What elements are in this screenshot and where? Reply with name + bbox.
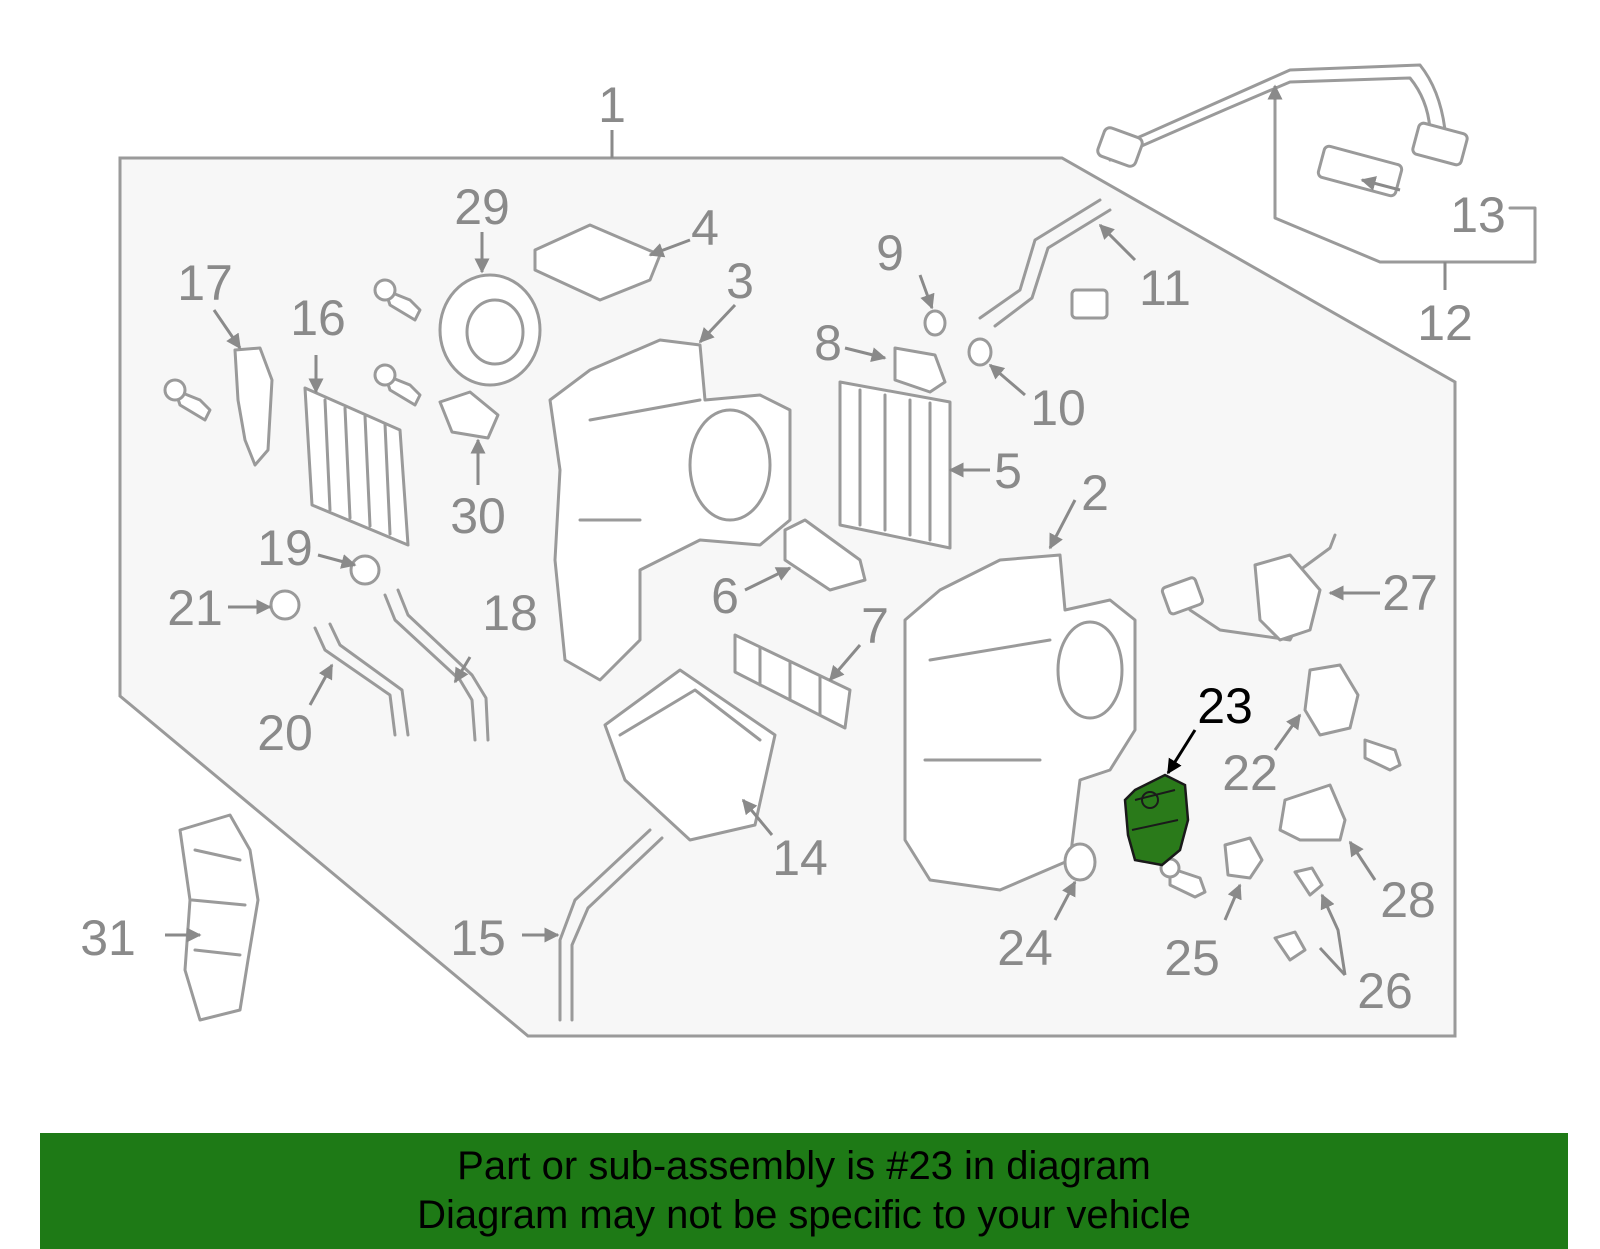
label-21: 21 [167, 580, 223, 636]
group-bracket-12 [1273, 88, 1537, 264]
label-26: 26 [1357, 963, 1413, 1019]
label-14: 14 [772, 830, 828, 886]
banner-line-2: Diagram may not be specific to your vehi… [417, 1193, 1191, 1237]
label-22: 22 [1222, 745, 1278, 801]
part-8-valve [893, 346, 947, 394]
label-30: 30 [450, 488, 506, 544]
part-30-resistor [438, 390, 500, 440]
part-27-actuator-harness [1160, 533, 1337, 642]
label-11: 11 [1139, 260, 1191, 316]
part-9-oring [923, 309, 947, 337]
part-15-drain-hose [558, 828, 664, 1022]
label-23: 23 [1197, 678, 1253, 734]
label-27: 27 [1382, 565, 1438, 621]
part-5-evaporator [838, 380, 952, 550]
part-25-sensor [1223, 836, 1264, 880]
label-16: 16 [290, 290, 346, 346]
label-15: 15 [450, 910, 506, 966]
part-6-bracket [783, 518, 867, 592]
label-13: 13 [1450, 187, 1506, 243]
label-7: 7 [861, 598, 889, 654]
part-28-bracket [1278, 783, 1347, 842]
label-6: 6 [711, 568, 739, 624]
label-20: 20 [257, 705, 313, 761]
part-11-pipe [978, 198, 1112, 328]
label-28: 28 [1380, 872, 1436, 928]
part-29-blower-motor [438, 273, 542, 387]
part-13-wire-harness [1096, 63, 1469, 198]
label-2: 2 [1081, 465, 1109, 521]
label-1: 1 [598, 77, 626, 133]
part-4-filter-cover [533, 223, 662, 302]
part-7-filter [733, 633, 852, 730]
part-3-case-upper [548, 338, 792, 682]
part-21-clamp [269, 589, 301, 621]
label-31: 31 [80, 910, 136, 966]
info-banner: Part or sub-assembly is #23 in diagram D… [40, 1133, 1568, 1249]
part-19-clamp [349, 554, 381, 586]
part-20-hose [313, 622, 410, 737]
label-8: 8 [814, 315, 842, 371]
part-24-cap [1063, 842, 1097, 882]
part-16-heater-core [303, 386, 410, 547]
part-31-duct [178, 813, 260, 1022]
label-25: 25 [1164, 930, 1220, 986]
label-24: 24 [997, 920, 1053, 976]
label-10: 10 [1030, 380, 1086, 436]
part-26-sensor-clips [1273, 866, 1324, 962]
banner-line-1: Part or sub-assembly is #23 in diagram [457, 1144, 1151, 1188]
leader-lines [165, 84, 1401, 977]
label-12: 12 [1417, 295, 1473, 351]
assembly-boundary [118, 156, 1457, 1038]
label-3: 3 [726, 253, 754, 309]
label-19: 19 [257, 520, 313, 576]
part-22-actuator [1303, 663, 1360, 737]
label-5: 5 [994, 443, 1022, 499]
part-23-highlighted-actuator[interactable] [1123, 773, 1190, 867]
label-18: 18 [482, 585, 538, 641]
part-22-screw [1363, 738, 1402, 772]
part-14-drain-pan [603, 668, 777, 842]
label-9: 9 [876, 225, 904, 281]
label-29: 29 [454, 179, 510, 235]
part-10-oring [967, 337, 993, 367]
part-screws-left [163, 278, 422, 422]
label-4: 4 [691, 200, 719, 256]
callout-labels: 1 2 3 4 5 6 7 8 9 10 11 12 13 14 15 16 1… [80, 77, 1506, 1019]
part-2-case-lower [903, 553, 1137, 892]
part-17-bracket [233, 346, 274, 467]
label-17: 17 [177, 255, 233, 311]
